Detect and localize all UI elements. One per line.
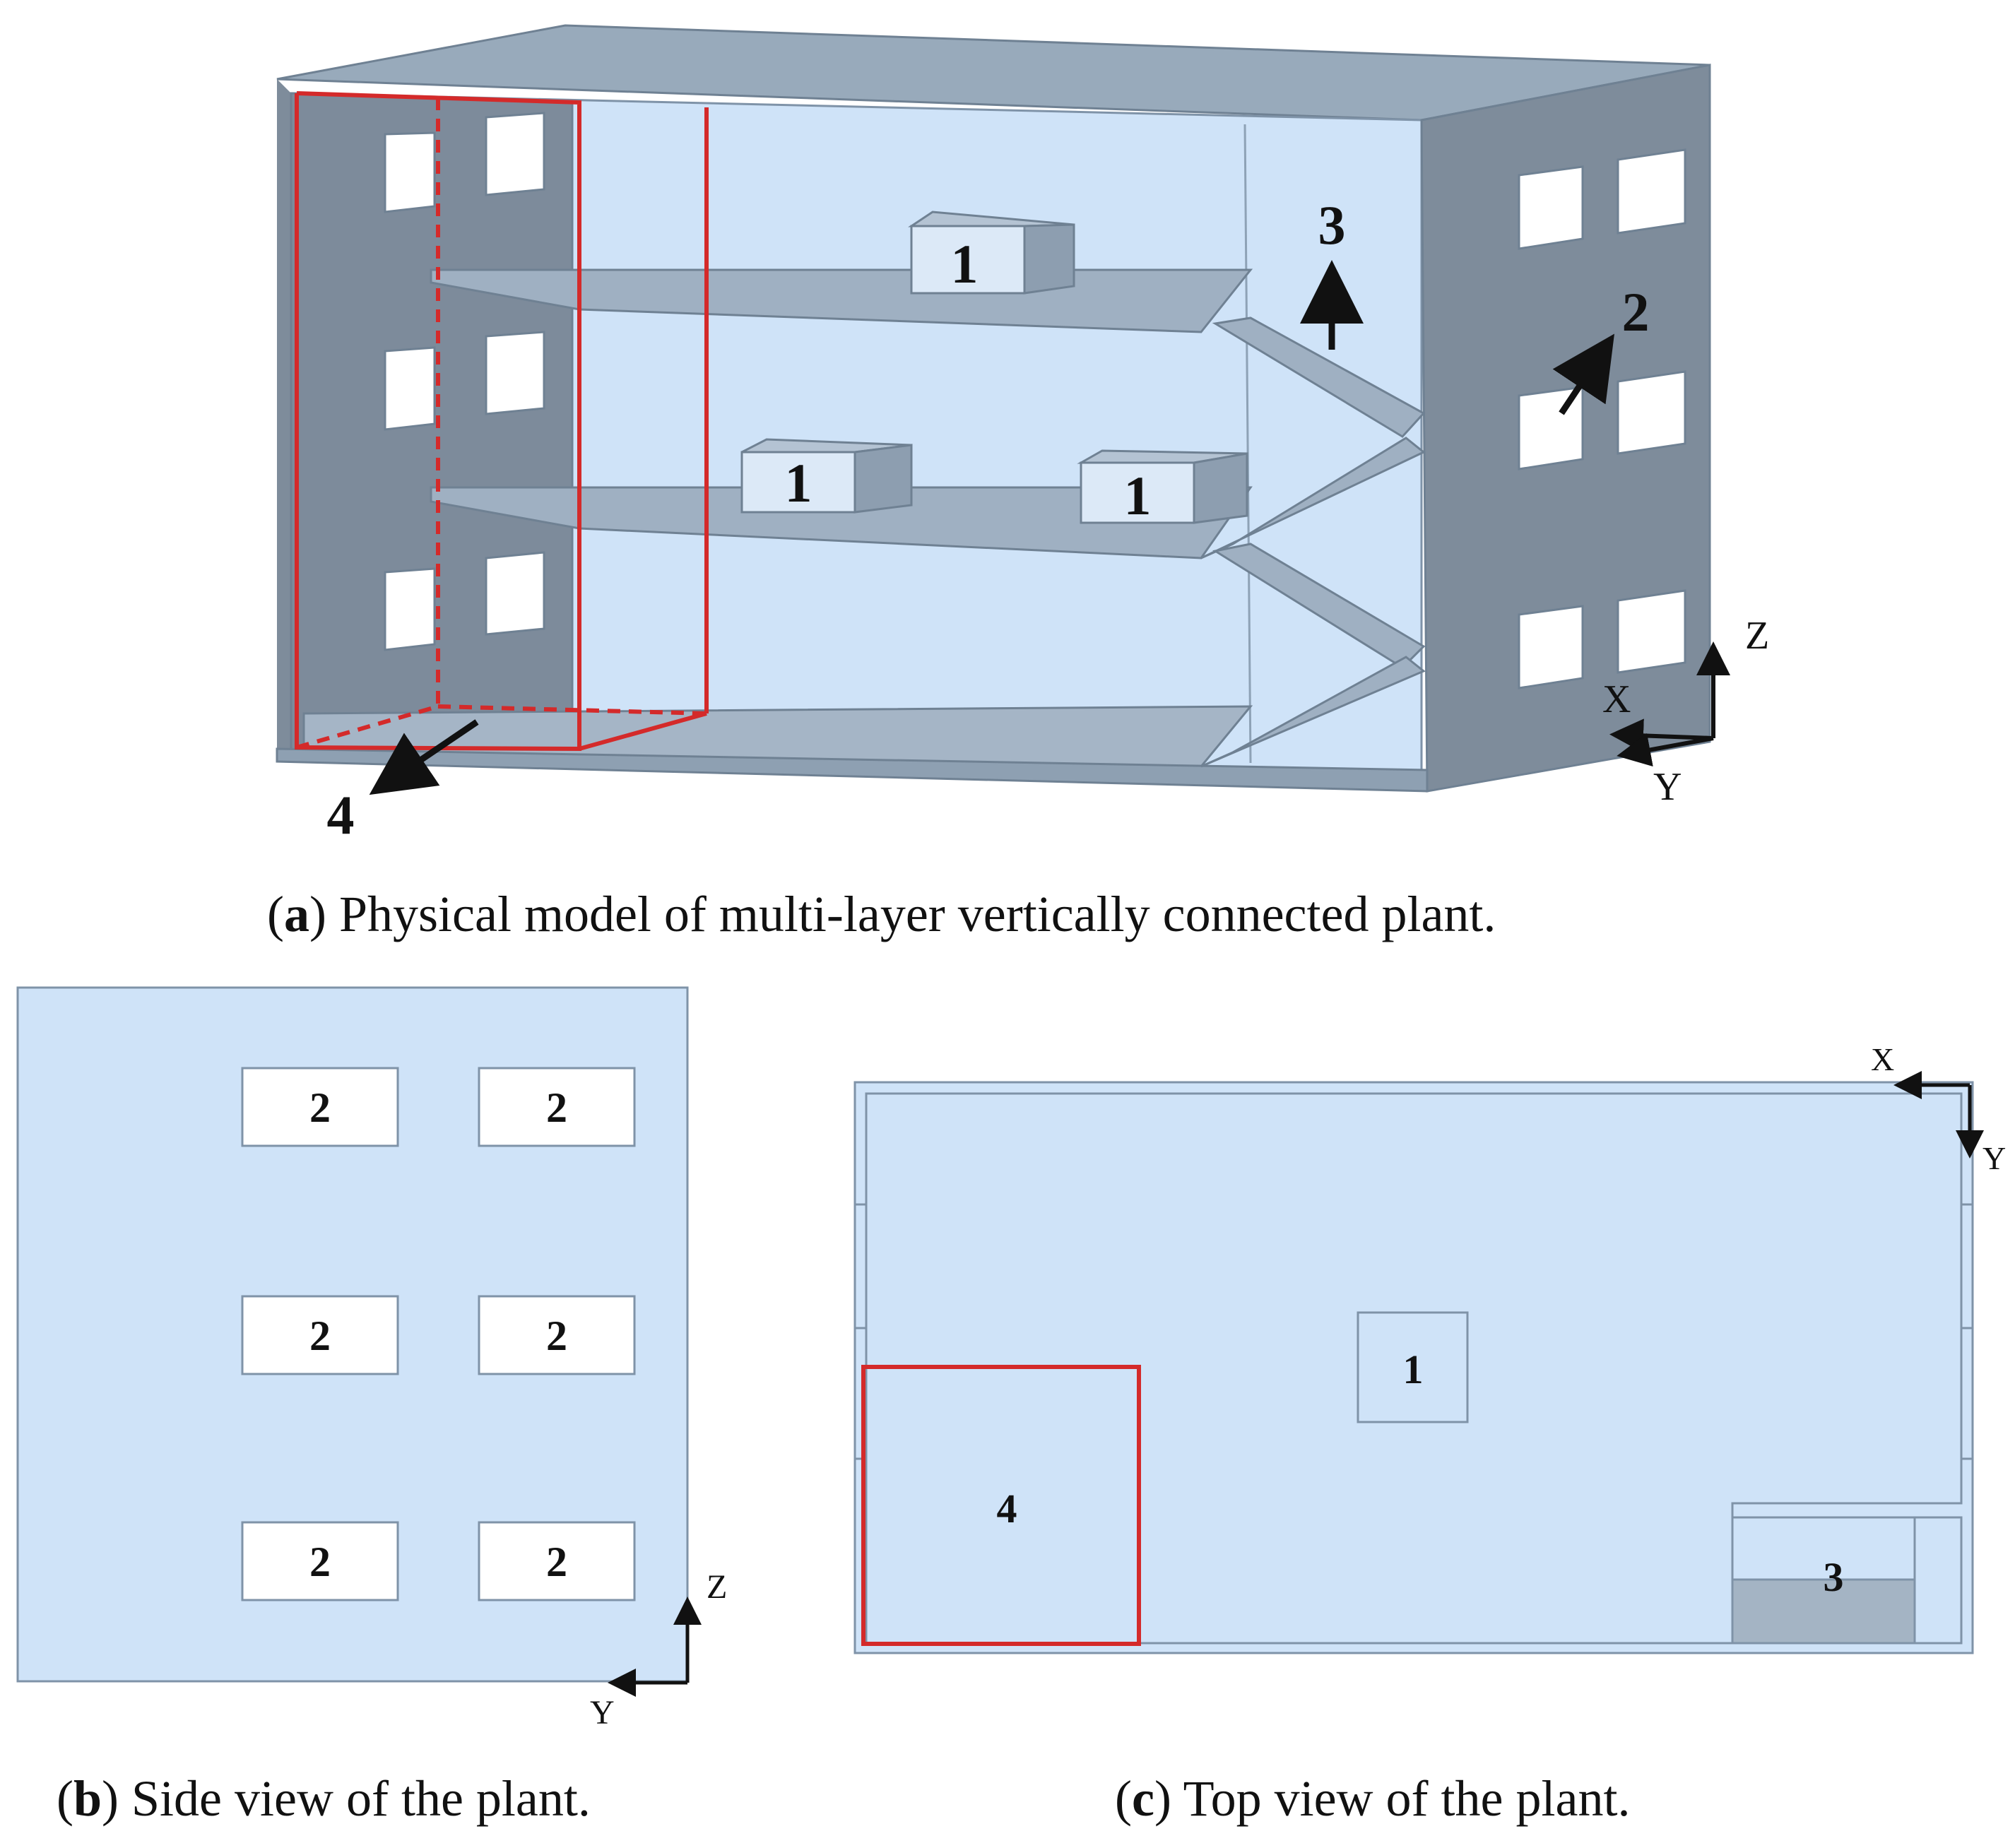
left-wall-windows [384, 112, 545, 651]
window-b-label-6: 2 [546, 1539, 567, 1585]
axis-y-label-b: Y [590, 1694, 615, 1731]
source-box-c [1357, 1311, 1469, 1423]
axis-x-label-a: X [1602, 677, 1631, 721]
label-2: 2 [1622, 281, 1650, 343]
right-wall-windows [1518, 148, 1686, 689]
caption-c: (c) Top view of the plant. [1115, 1770, 1631, 1827]
caption-a-letter: a [283, 886, 309, 942]
label-1-top: 1 [951, 233, 979, 295]
window-b-6 [478, 1521, 636, 1601]
label-3: 3 [1318, 194, 1346, 256]
axis-z-label-a: Z [1745, 614, 1769, 658]
axis-z-label-b: Z [707, 1568, 727, 1606]
label-4: 4 [327, 784, 355, 846]
caption-c-text: ) Top view of the plant. [1154, 1770, 1631, 1827]
caption-b: (b) Side view of the plant. [57, 1770, 591, 1827]
left-end-wall [277, 79, 291, 750]
window-b-2 [478, 1067, 636, 1147]
window-b-5 [241, 1521, 399, 1601]
caption-a-text: ) Physical model of multi-layer vertical… [309, 886, 1496, 942]
caption-b-text: ) Side view of the plant. [102, 1770, 591, 1827]
label-1-c: 1 [1403, 1346, 1424, 1392]
window-b-label-2: 2 [546, 1084, 567, 1131]
window-b-label-1: 2 [309, 1084, 331, 1131]
window-b-4 [478, 1295, 636, 1375]
flow-arrows [369, 260, 1614, 795]
panel-c-top-view: 1 4 3 X Y [853, 1041, 2006, 1654]
caption-c-letter: c [1131, 1770, 1154, 1827]
window-b-1 [241, 1067, 399, 1147]
inlet-region-c [861, 1365, 1141, 1646]
axis-y-label-a: Y [1653, 765, 1682, 809]
panel-a-3d-model: 1 1 1 3 2 4 [276, 24, 1769, 846]
axes-triad-b [608, 1597, 702, 1697]
axis-y-label-c: Y [1982, 1140, 2006, 1176]
window-b-label-3: 2 [309, 1313, 331, 1359]
arrow-4-inlet [369, 719, 479, 795]
window-b-label-5: 2 [309, 1539, 331, 1585]
stairwell-c [1731, 1516, 1963, 1645]
axes-triad-a [1609, 641, 1730, 767]
inlet-region-outline [295, 91, 709, 752]
axes-triad-c [1893, 1071, 1984, 1159]
label-3-c: 3 [1824, 1554, 1844, 1600]
label-1-mid-right: 1 [1124, 465, 1152, 526]
caption-b-letter: b [73, 1770, 102, 1827]
source-box-mid-right: 1 [1077, 449, 1248, 526]
stairs [1200, 316, 1426, 768]
arrow-2-window [1552, 333, 1614, 415]
axis-x-label-c: X [1871, 1041, 1894, 1077]
source-box-mid-left: 1 [740, 438, 913, 514]
source-box-top: 1 [908, 211, 1075, 295]
label-1-mid-left: 1 [785, 452, 812, 514]
label-4-c: 4 [997, 1486, 1017, 1532]
window-b-3 [241, 1295, 399, 1375]
panel-b-side-view: 2 2 2 2 2 2 Z Y [16, 986, 727, 1731]
window-b-label-4: 2 [546, 1313, 567, 1359]
caption-a: (a) Physical model of multi-layer vertic… [267, 886, 1496, 942]
